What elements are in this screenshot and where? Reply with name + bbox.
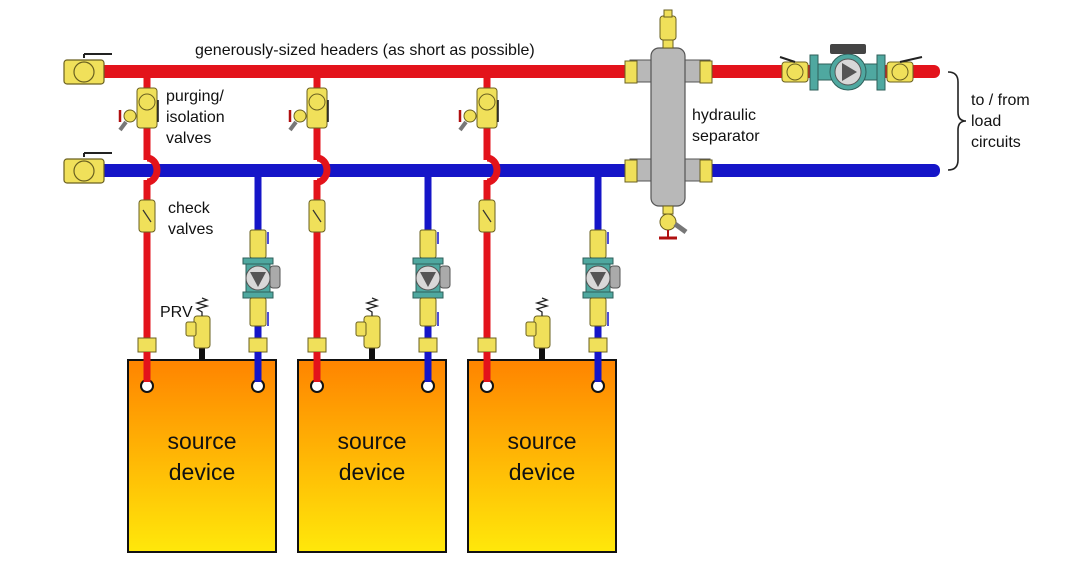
- crossover-bend: [486, 154, 501, 186]
- pressure-relief-valve: [185, 297, 211, 362]
- supply-drop-pipe: [143, 180, 151, 380]
- purging-label-line2: isolation: [166, 109, 225, 126]
- load-circuits-brace: [947, 71, 967, 171]
- supply-stub: [483, 352, 491, 382]
- supply-union-fitting: [477, 337, 497, 353]
- source-device-box: [297, 359, 447, 553]
- purging-isolation-valve: [118, 87, 159, 132]
- return-stub: [594, 352, 602, 382]
- source-device-3: [467, 352, 617, 553]
- air-vent: [659, 9, 677, 49]
- load-label-line2: load: [971, 113, 1002, 130]
- supply-stub: [143, 352, 151, 382]
- purging-isolation-valve: [458, 87, 499, 132]
- device-1-label-line2: device: [168, 459, 236, 485]
- supply-header-pipe: [95, 65, 940, 78]
- return-header-ball-valve: [63, 152, 112, 184]
- hydraulic-separator: [624, 47, 713, 207]
- device-2-label-line2: device: [338, 459, 406, 485]
- purging-label-line3: valves: [166, 130, 212, 147]
- return-union-fitting: [248, 337, 268, 353]
- device-1-label-line1: source: [167, 428, 237, 454]
- load-label-line3: circuits: [971, 134, 1021, 151]
- pressure-relief-valve: [355, 297, 381, 362]
- source-device-1: [127, 352, 277, 553]
- branch-1: [118, 72, 281, 380]
- source-device-2: [297, 352, 447, 553]
- supply-stub: [313, 352, 321, 382]
- device-2-label-line1: source: [337, 428, 407, 454]
- check-valve: [138, 199, 156, 233]
- source-device-box: [467, 359, 617, 553]
- check-label-line1: check: [168, 200, 210, 217]
- branch-2: [288, 72, 451, 380]
- boiler-circulator-pump: [242, 229, 281, 327]
- separator-drain-valve: [659, 205, 688, 240]
- separator-label-line2: separator: [692, 128, 760, 145]
- pressure-relief-valve: [525, 297, 551, 362]
- supply-drop-pipe: [483, 180, 491, 380]
- supply-union-fitting: [307, 337, 327, 353]
- separator-label-line1: hydraulic: [692, 107, 757, 124]
- boiler-circulator-pump: [582, 229, 621, 327]
- return-stub: [424, 352, 432, 382]
- prv-label: PRV: [160, 304, 193, 321]
- check-valve: [308, 199, 326, 233]
- branch-3: [458, 72, 621, 380]
- return-stub: [254, 352, 262, 382]
- return-header-pipe: [95, 164, 940, 177]
- crossover-bend: [316, 154, 331, 186]
- device-3-label-line2: device: [508, 459, 576, 485]
- supply-drop-pipe: [313, 180, 321, 380]
- crossover-bend: [146, 154, 161, 186]
- source-device-box: [127, 359, 277, 553]
- return-union-fitting: [418, 337, 438, 353]
- check-label-line2: valves: [168, 221, 214, 238]
- load-circulator-pump: [779, 44, 923, 91]
- purging-label-line1: purging/: [166, 88, 224, 105]
- device-3-label-line1: source: [507, 428, 577, 454]
- supply-union-fitting: [137, 337, 157, 353]
- load-label-line1: to / from: [971, 92, 1030, 109]
- purging-isolation-valve: [288, 87, 329, 132]
- supply-header-ball-valve: [63, 53, 112, 85]
- check-valve: [478, 199, 496, 233]
- return-union-fitting: [588, 337, 608, 353]
- headers-label: generously-sized headers (as short as po…: [195, 42, 535, 59]
- boiler-circulator-pump: [412, 229, 451, 327]
